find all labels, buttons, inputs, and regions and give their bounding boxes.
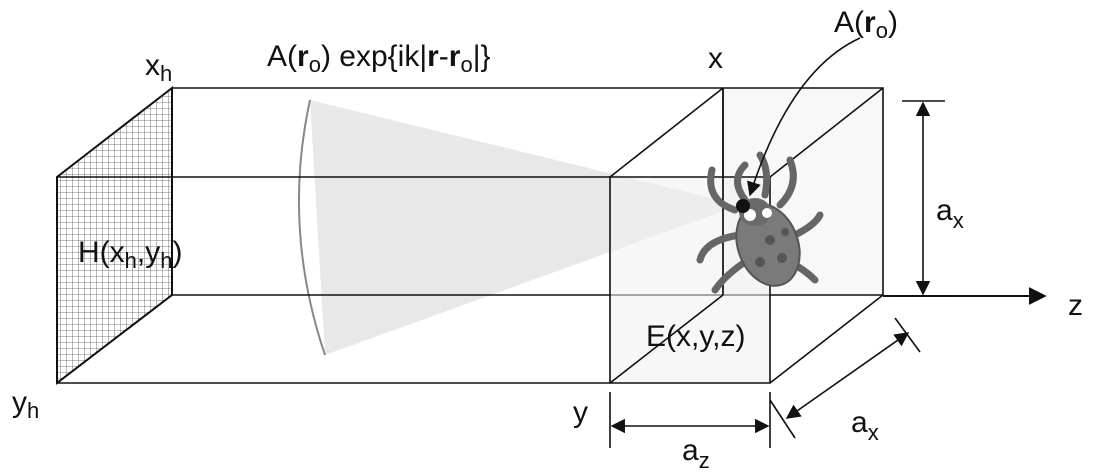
dimension-ax-diagonal — [769, 317, 921, 439]
axis-y-label: y — [573, 396, 588, 429]
axis-z-label: z — [1068, 289, 1083, 322]
ax-bottom-label: ax — [851, 406, 879, 445]
point-pointer-arrow — [747, 37, 861, 197]
hologram-label: H(xh,yh) — [78, 236, 183, 273]
axis-x-label: x — [708, 42, 723, 75]
xh-label: xh — [145, 49, 172, 86]
spherical-wave-beam — [310, 100, 740, 355]
ax-right-label: ax — [936, 194, 964, 233]
wavefront-arc — [297, 99, 326, 356]
object-point — [736, 199, 750, 213]
wave-label: A(ro) exp{ik|r-ro|} — [267, 40, 491, 77]
az-label: az — [682, 434, 710, 473]
propagation-box — [57, 87, 723, 384]
field-label: E(x,y,z) — [646, 320, 745, 353]
object-point-label: A(ro) — [834, 6, 898, 43]
yh-label: yh — [12, 386, 39, 423]
dimension-ax-right — [902, 100, 945, 297]
